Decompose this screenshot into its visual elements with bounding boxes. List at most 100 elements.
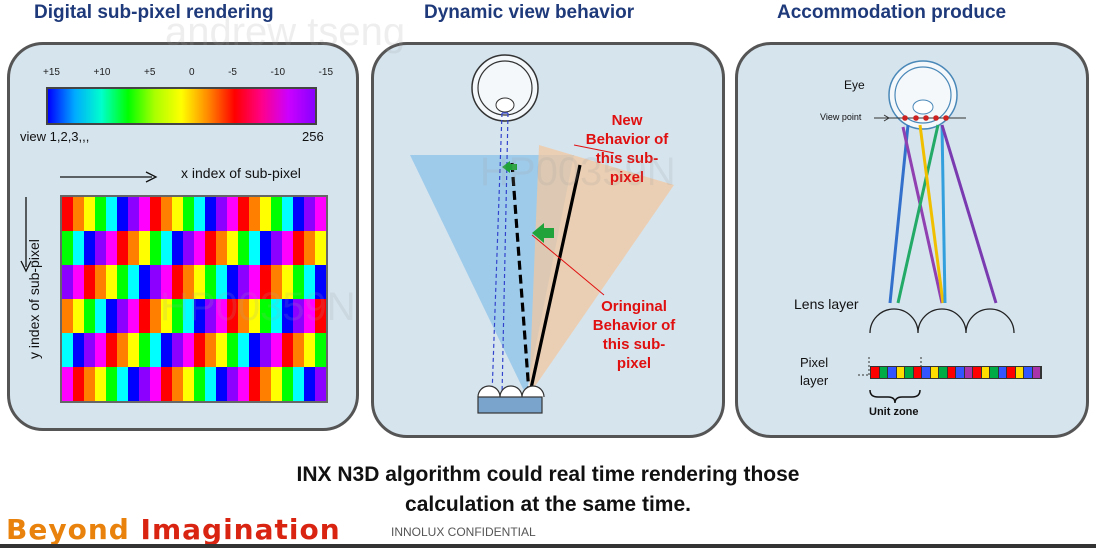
sub-pixel-cell	[315, 197, 326, 231]
x-axis-arrow	[60, 170, 160, 189]
sub-pixel-cell	[282, 299, 293, 333]
sub-pixel-cell	[161, 231, 172, 265]
sub-pixel-cell	[315, 299, 326, 333]
dynamic-view-diagram	[410, 54, 674, 414]
sub-pixel-cell	[73, 299, 84, 333]
eye-outer	[888, 60, 958, 130]
sub-pixel-cell	[161, 265, 172, 299]
sub-pixel-cell	[282, 231, 293, 265]
ray-violet	[940, 124, 998, 304]
sub-pixel-cell	[183, 333, 194, 367]
sub-pixel-cell	[238, 231, 249, 265]
sub-pixel-cell	[216, 265, 227, 299]
sub-pixel-cell	[293, 367, 304, 401]
scale-tick: +5	[144, 67, 156, 78]
eye-lens	[495, 97, 515, 113]
ray-blue	[888, 124, 910, 304]
scale-tick: +10	[93, 67, 111, 78]
sub-pixel-cell	[205, 333, 216, 367]
sub-pixel-cell	[282, 367, 293, 401]
sub-pixel-cell	[84, 367, 95, 401]
sub-pixel-cell	[227, 299, 238, 333]
sub-pixel-cell	[161, 367, 172, 401]
pixel-cell	[947, 367, 956, 378]
ray-cyan	[940, 124, 947, 304]
sub-pixel-cell	[260, 197, 271, 231]
sub-pixel-cell	[227, 367, 238, 401]
sub-pixel-cell	[271, 299, 282, 333]
sub-pixel-cell	[238, 333, 249, 367]
scale-ticks: +15 +10 +5 0 -5 -10 -15	[43, 67, 333, 78]
sub-pixel-cell	[216, 367, 227, 401]
pixel-cell	[939, 367, 948, 378]
sub-pixel-cell	[271, 333, 282, 367]
pixel-cell	[1015, 367, 1024, 378]
sub-pixel-cell	[293, 299, 304, 333]
pixel-cell	[981, 367, 990, 378]
sub-pixel-cell	[128, 197, 139, 231]
pixel-cell	[956, 367, 965, 378]
sub-pixel-cell	[84, 299, 95, 333]
sub-pixel-cell	[194, 367, 205, 401]
sub-pixel-cell	[194, 231, 205, 265]
sub-pixel-cell	[139, 231, 150, 265]
pixel-cell	[896, 367, 905, 378]
sub-pixel-cell	[315, 231, 326, 265]
pixel-cell	[905, 367, 914, 378]
pixel-cell	[1032, 367, 1041, 378]
sub-pixel-cell	[315, 367, 326, 401]
lens-layer	[869, 308, 1015, 334]
color-scale-bar	[46, 87, 317, 125]
sub-pixel-cell	[84, 265, 95, 299]
footer-line1: INX N3D algorithm could real time render…	[296, 463, 800, 486]
sub-pixel-cell	[227, 265, 238, 299]
sub-pixel-cell	[183, 231, 194, 265]
sub-pixel-cell	[260, 333, 271, 367]
sub-pixel-cell	[238, 367, 249, 401]
sub-pixel-cell	[161, 299, 172, 333]
dynamic-view-panel: New Behavior of this sub- pixel Oringina…	[371, 42, 725, 438]
sub-pixel-cell	[172, 367, 183, 401]
sub-pixel-cell	[106, 299, 117, 333]
confidential-label: INNOLUX CONFIDENTIAL	[391, 525, 536, 539]
sub-pixel-cell	[260, 265, 271, 299]
pixel-cell	[990, 367, 999, 378]
sub-pixel-cell	[73, 197, 84, 231]
pixel-layer-strip	[870, 366, 1042, 379]
sub-pixel-cell	[117, 333, 128, 367]
sub-pixel-cell	[128, 333, 139, 367]
sub-pixel-cell	[194, 333, 205, 367]
sub-pixel-cell	[238, 265, 249, 299]
pixel-cell	[998, 367, 1007, 378]
sub-pixel-cell	[271, 367, 282, 401]
sub-pixel-cell	[205, 265, 216, 299]
sub-pixel-cell	[271, 231, 282, 265]
sub-pixel-cell	[84, 197, 95, 231]
sub-pixel-cell	[260, 367, 271, 401]
sub-pixel-cell	[73, 265, 84, 299]
sub-pixel-cell	[62, 367, 73, 401]
sub-pixel-cell	[271, 265, 282, 299]
scale-tick: -10	[270, 67, 285, 78]
original-behavior-label: Oringinal Behavior of this sub- pixel	[592, 298, 676, 372]
sub-pixel-cell	[205, 231, 216, 265]
sub-pixel-cell	[260, 299, 271, 333]
sub-pixel-grid	[62, 197, 326, 401]
sub-pixel-cell	[172, 333, 183, 367]
sub-pixel-cell	[304, 197, 315, 231]
sub-pixel-cell	[216, 197, 227, 231]
sub-pixel-cell	[84, 231, 95, 265]
viewpoint-label: View point	[820, 112, 862, 122]
pixel-cell	[922, 367, 931, 378]
sub-pixel-cell	[304, 367, 315, 401]
sub-pixel-cell	[271, 197, 282, 231]
sub-pixel-cell	[172, 265, 183, 299]
ray-yellow	[918, 124, 945, 304]
view-max: 256	[302, 129, 324, 144]
sub-pixel-cell	[128, 265, 139, 299]
sub-pixel-cell	[183, 265, 194, 299]
scale-tick: 0	[188, 67, 195, 78]
display-panel	[477, 396, 543, 414]
sub-pixel-cell	[249, 333, 260, 367]
sub-pixel-cell	[227, 197, 238, 231]
